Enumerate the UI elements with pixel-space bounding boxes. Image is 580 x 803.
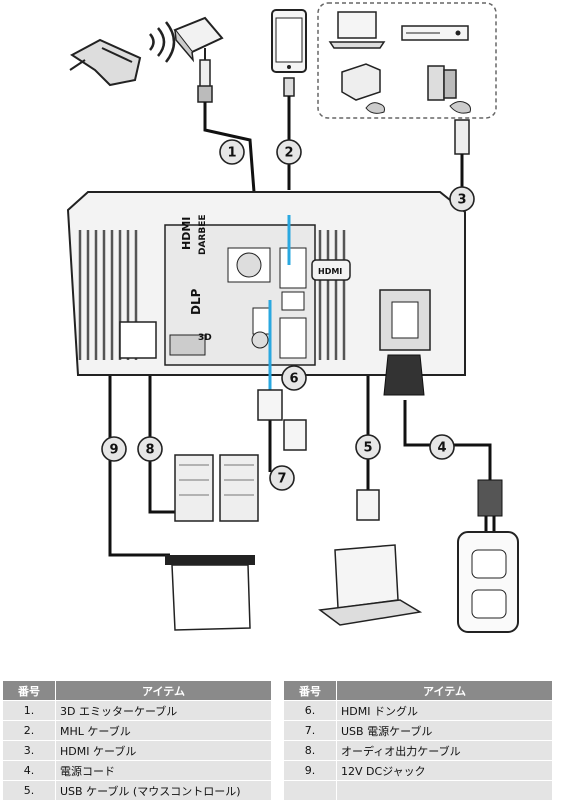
source-devices-group [317, 2, 497, 155]
dvd-player-icon [401, 25, 469, 41]
wall-outlet-icon [457, 531, 519, 633]
row-item: HDMI ケーブル [55, 740, 272, 761]
table-row: 4.電源コード [2, 760, 272, 781]
header-item: アイテム [55, 680, 272, 701]
laptop-bottom-icon [318, 544, 423, 626]
svg-text:2: 2 [284, 146, 293, 161]
laptop-icon [328, 11, 386, 49]
svg-text:7: 7 [277, 472, 286, 487]
row-item: オーディオ出力ケーブル [336, 740, 553, 761]
power-plug-icon [383, 354, 503, 548]
header-item: アイテム [336, 680, 553, 701]
row-number: 4. [2, 760, 56, 781]
row-number: 3. [2, 740, 56, 761]
svg-text:1: 1 [227, 146, 236, 161]
row-item: USB 電源ケーブル [336, 720, 553, 741]
usb-connector-icon [257, 389, 380, 521]
row-number: 8. [283, 740, 337, 761]
callout-3: 3 [449, 186, 475, 212]
table-row [283, 780, 553, 801]
callout-5: 5 [355, 434, 381, 460]
items-table-left: 番号 アイテム 1.3D エミッターケーブル 2.MHL ケーブル 3.HDMI… [2, 680, 272, 801]
row-number: 7. [283, 720, 337, 741]
items-table-right: 番号 アイテム 6.HDMI ドングル 7.USB 電源ケーブル 8.オーディオ… [283, 680, 553, 801]
callout-4: 4 [429, 434, 455, 460]
smartphone-icon [271, 9, 307, 97]
hdmi-dongle-label: HDMI [318, 267, 342, 276]
table-row: 9.12V DCジャック [283, 760, 553, 781]
row-number: 1. [2, 700, 56, 721]
blue-connections [268, 215, 291, 390]
row-item: MHL ケーブル [55, 720, 272, 741]
table-row: 7.USB 電源ケーブル [283, 720, 553, 741]
row-number [283, 780, 337, 801]
callout-8: 8 [137, 436, 163, 462]
ps-console-icon [427, 65, 471, 114]
table-row: 2.MHL ケーブル [2, 720, 272, 741]
row-number: 6. [283, 700, 337, 721]
speakers-icon [174, 454, 259, 522]
callout-2: 2 [276, 139, 302, 165]
row-number: 9. [283, 760, 337, 781]
table-header-row: 番号 アイテム [283, 680, 553, 701]
row-number: 2. [2, 720, 56, 741]
table-header-row: 番号 アイテム [2, 680, 272, 701]
projector-icon: HDMI DARBEE DLP 3D [66, 191, 466, 376]
connection-diagram: HDMI DARBEE DLP 3D HDMI [66, 2, 519, 633]
row-item: 電源コード [55, 760, 272, 781]
row-item [336, 780, 553, 801]
row-item: HDMI ドングル [336, 700, 553, 721]
3d-emitter-icon [173, 16, 224, 103]
svg-text:4: 4 [437, 441, 446, 456]
callout-1: 1 [219, 139, 245, 165]
table-row: 5.USB ケーブル (マウスコントロール) [2, 780, 272, 801]
callout-7: 7 [269, 465, 295, 491]
svg-text:8: 8 [145, 443, 154, 458]
3d-port-label: 3D [198, 333, 212, 343]
projection-screen-icon [165, 555, 255, 631]
row-item: USB ケーブル (マウスコントロール) [55, 780, 272, 801]
row-item: 3D エミッターケーブル [55, 700, 272, 721]
header-number: 番号 [283, 680, 337, 701]
row-number: 5. [2, 780, 56, 801]
svg-text:6: 6 [289, 372, 298, 387]
table-row: 3.HDMI ケーブル [2, 740, 272, 761]
hdmi-logo-label: HDMI [180, 217, 193, 250]
table-row: 1.3D エミッターケーブル [2, 700, 272, 721]
header-number: 番号 [2, 680, 56, 701]
3d-glasses-icon [69, 38, 142, 87]
game-console-icon [341, 63, 385, 114]
svg-text:3: 3 [457, 193, 466, 208]
wireless-signal-icon [149, 21, 176, 63]
row-item: 12V DCジャック [336, 760, 553, 781]
dlp-label: DLP [189, 288, 203, 315]
svg-text:5: 5 [363, 441, 372, 456]
table-row: 6.HDMI ドングル [283, 700, 553, 721]
darbee-label: DARBEE [198, 214, 208, 255]
hdmi-dongle-icon: HDMI [311, 259, 351, 281]
svg-text:9: 9 [109, 443, 118, 458]
callout-6: 6 [281, 365, 307, 391]
callout-9: 9 [101, 436, 127, 462]
table-row: 8.オーディオ出力ケーブル [283, 740, 553, 761]
